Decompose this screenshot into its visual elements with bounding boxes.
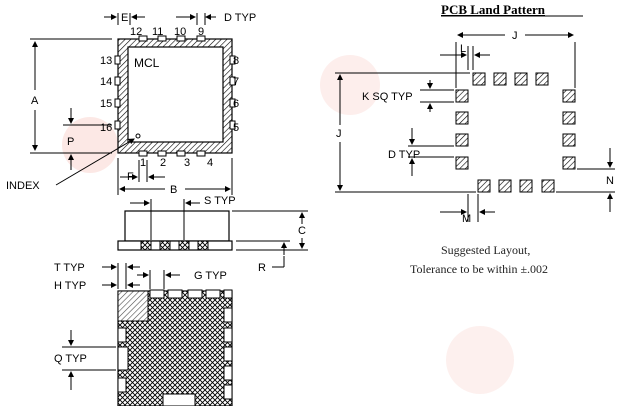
bottom-pad [223, 307, 233, 323]
dim-label-d-typ-land: D TYP [388, 149, 420, 161]
land-pad [519, 179, 533, 193]
land-pad [562, 89, 576, 103]
dim-label-b: B [170, 184, 177, 196]
bottom-pad [223, 365, 233, 381]
pin-label-6: 6 [233, 98, 239, 110]
right-pin-notches [229, 55, 236, 130]
package-body [127, 46, 224, 143]
pin-label-5: 5 [233, 122, 239, 134]
dim-label-e: E [121, 12, 128, 24]
bottom-pad [117, 346, 129, 371]
dim-label-a: A [31, 95, 39, 107]
bottom-pad [187, 289, 203, 299]
left-pin-notches [114, 55, 121, 130]
side-view: S TYP C R [117, 195, 308, 274]
bottom-view: T TYP H TYP G TYP Q TYP [54, 262, 233, 406]
side-lead [140, 240, 152, 251]
dim-label-f: F [127, 171, 134, 183]
pin-label-9: 9 [198, 26, 204, 38]
dim-label-p: P [67, 136, 74, 148]
dim-label-h-typ: H TYP [54, 280, 86, 292]
dim-label-j-top: J [512, 30, 518, 42]
bottom-pad [117, 327, 127, 343]
pin-label-12: 12 [130, 26, 142, 38]
dim-label-n: N [606, 175, 614, 187]
land-pattern-title: PCB Land Pattern [441, 2, 546, 17]
pin-label-7: 7 [233, 76, 239, 88]
package-marking: MCL [134, 56, 160, 70]
pin-label-11: 11 [152, 26, 163, 38]
pin-label-15: 15 [100, 98, 112, 110]
side-lead [197, 240, 209, 251]
pin-label-1: 1 [140, 157, 146, 169]
dim-label-l: L [460, 43, 466, 55]
land-pad [455, 89, 469, 103]
top-view: MCL 12 1 [6, 12, 256, 196]
dim-label-c: C [298, 225, 306, 237]
pin-label-16: 16 [100, 122, 112, 134]
land-pad [455, 111, 469, 125]
dim-label-m: M [462, 213, 471, 225]
bottom-pad [205, 289, 221, 299]
land-pad [472, 72, 486, 86]
bottom-pad [162, 393, 196, 406]
land-pad [541, 179, 555, 193]
land-pad [514, 72, 528, 86]
dim-label-q-typ: Q TYP [54, 353, 87, 365]
dim-label-s-typ: S TYP [204, 195, 236, 207]
pin-label-3: 3 [184, 157, 190, 169]
pin-label-14: 14 [100, 76, 112, 88]
land-pad [477, 179, 491, 193]
bottom-pad [149, 289, 165, 299]
bottom-pad [167, 289, 183, 299]
land-pad [455, 133, 469, 147]
pin1-index-dot [135, 133, 141, 139]
pin-label-4: 4 [207, 157, 213, 169]
layout-note-line1: Suggested Layout, [441, 243, 530, 257]
side-body [124, 210, 230, 242]
land-pad [493, 72, 507, 86]
dim-label-r: R [258, 262, 266, 274]
pin-label-13: 13 [100, 55, 112, 67]
land-pad [535, 72, 549, 86]
bottom-pad [223, 346, 233, 362]
dim-label-d-typ-top: D TYP [224, 12, 256, 24]
dim-label-j-left: J [336, 128, 342, 140]
side-lead [178, 240, 190, 251]
dim-label-g-typ: G TYP [194, 270, 227, 282]
land-pad [562, 111, 576, 125]
top-pin-notches [138, 35, 206, 42]
land-pad [562, 133, 576, 147]
watermark [62, 55, 514, 394]
land-pattern: PCB Land Pattern [335, 2, 615, 276]
pin-label-2: 2 [160, 157, 166, 169]
bottom-pin-notches [138, 150, 206, 157]
bottom-pad [223, 289, 233, 299]
side-base [117, 240, 233, 251]
land-pad [498, 179, 512, 193]
bottom-pad [117, 290, 149, 322]
land-pad [455, 156, 469, 170]
pin-label-8: 8 [233, 55, 239, 67]
dim-label-t-typ: T TYP [54, 262, 85, 274]
bottom-pad [223, 384, 233, 400]
land-pad [562, 156, 576, 170]
side-lead [159, 240, 171, 251]
pin-label-10: 10 [174, 26, 186, 38]
bottom-pad [117, 377, 127, 393]
layout-note-line2: Tolerance to be within ±.002 [410, 262, 548, 276]
index-label: INDEX [6, 180, 40, 192]
bottom-pad [223, 327, 233, 343]
dim-label-k-sq-typ: K SQ TYP [362, 91, 413, 103]
